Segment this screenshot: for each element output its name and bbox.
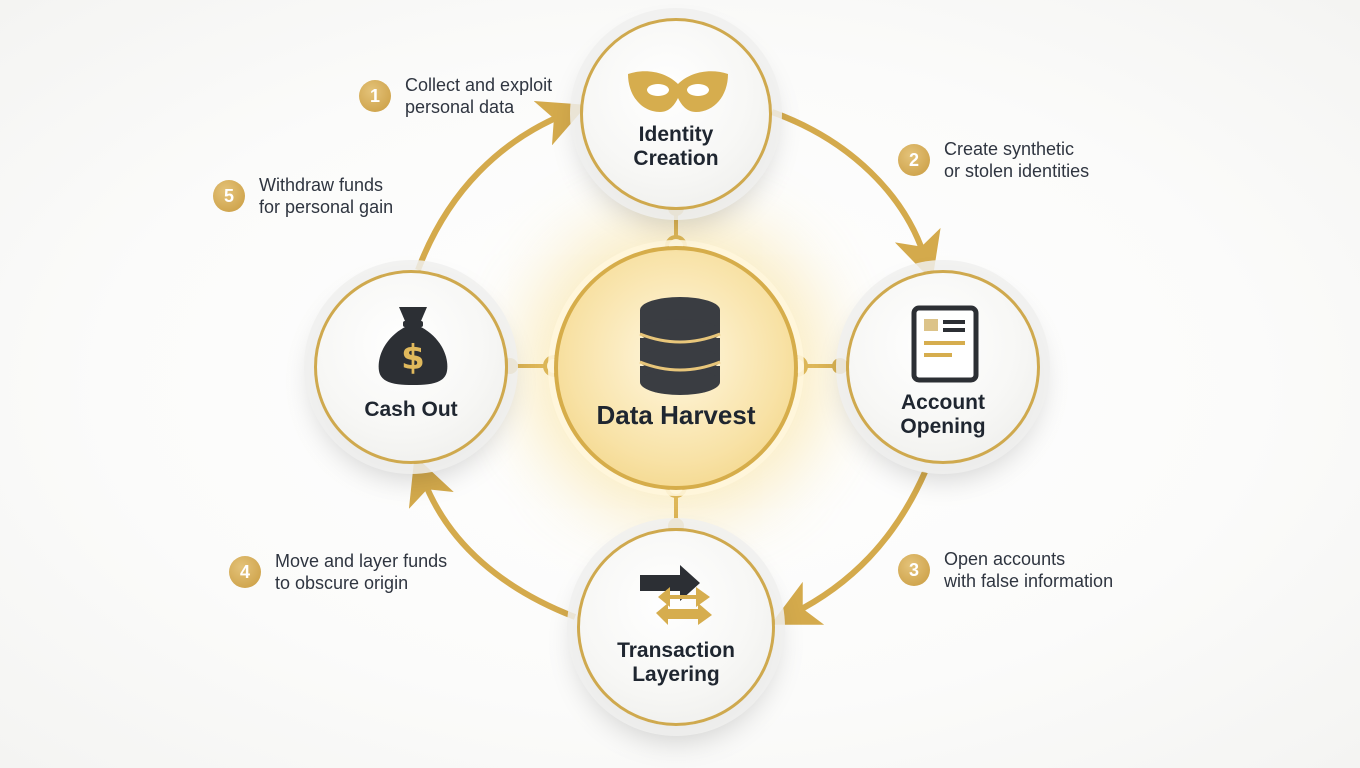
step-description: Create synthetic or stolen identities [944, 139, 1090, 181]
step-badge: 2 [898, 144, 930, 176]
transfer-arrows-icon [640, 565, 712, 625]
step-badge: 4 [229, 556, 261, 588]
arrow-identity-to-account [770, 109, 941, 281]
transaction-layering-label: Transaction Layering [617, 639, 735, 686]
identity-creation-node: Identity Creation [580, 18, 772, 210]
mask-icon [628, 71, 728, 112]
svg-text:$: $ [401, 338, 425, 378]
arrow-cashout-to-identity [415, 100, 588, 272]
arrow-transaction-to-cashout [408, 455, 577, 620]
step-badge: 1 [359, 80, 391, 112]
center-label: Data Harvest [596, 400, 756, 430]
identity-creation-label: Identity Creation [633, 123, 719, 170]
transaction-layering-node: Transaction Layering [577, 528, 775, 726]
step-description: Move and layer funds to obscure origin [275, 551, 448, 593]
cash-out-label: Cash Out [364, 398, 458, 421]
step-badge: 5 [213, 180, 245, 212]
database-icon [639, 297, 721, 395]
account-opening-label: Account Opening [900, 391, 986, 438]
cash-out-node: $ Cash Out [314, 270, 508, 464]
document-icon [911, 305, 979, 383]
money-bag-icon: $ [378, 307, 448, 385]
step-description: Collect and exploit personal data [405, 75, 553, 117]
step-badge: 3 [898, 554, 930, 586]
step-description: Open accounts with false information [944, 549, 1114, 591]
step-description: Withdraw funds for personal gain [259, 175, 394, 217]
arrow-account-to-transaction [770, 470, 928, 625]
account-opening-node: Account Opening [846, 270, 1040, 464]
data-harvest-node: Data Harvest [554, 246, 798, 490]
